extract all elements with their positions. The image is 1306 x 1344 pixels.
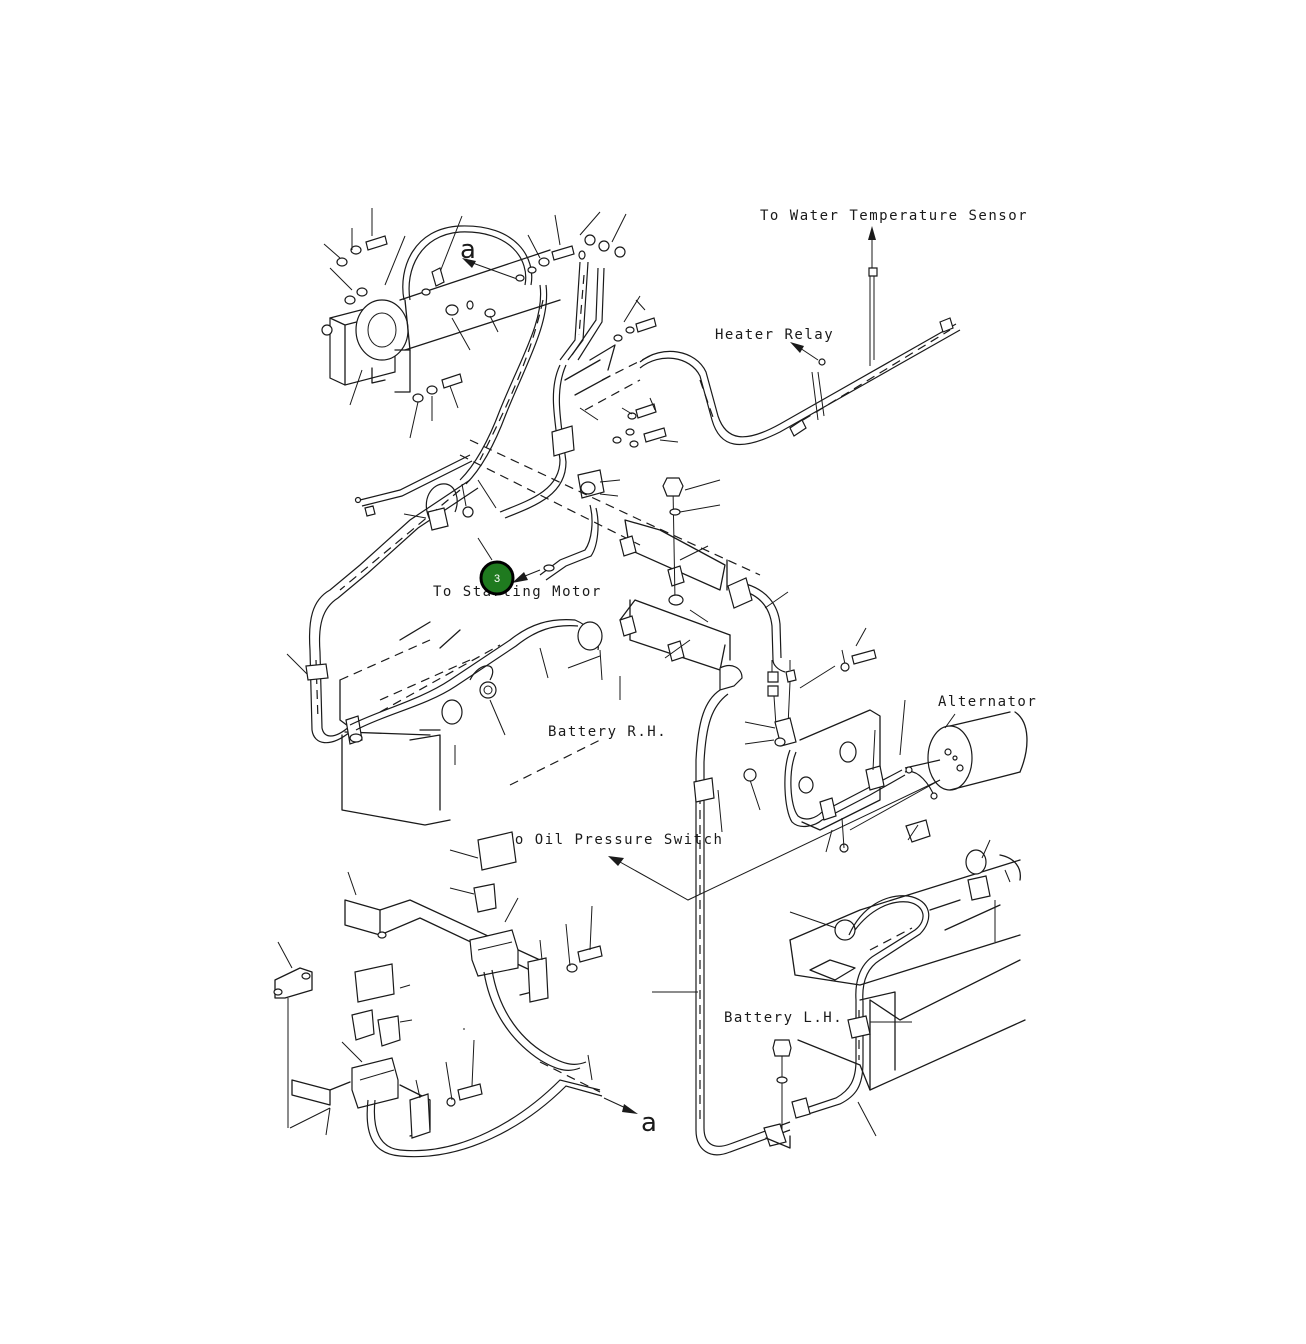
- relay-assembly: [321, 249, 561, 393]
- battery-lh-label: Battery L.H.: [724, 1010, 843, 1026]
- alternator-label: Alternator: [938, 694, 1037, 710]
- water-temp-label: To Water Temperature Sensor: [760, 208, 1028, 224]
- starting-motor-label: To Starting Motor: [433, 584, 602, 600]
- ref-arrow-top: a: [460, 235, 521, 281]
- heater-relay-callout: Heater Relay: [715, 327, 834, 361]
- battery-lh: Battery L.H.: [724, 839, 1026, 1091]
- fastener-stack-top-center: [515, 234, 667, 448]
- ref-a-top-label: a: [460, 235, 476, 265]
- relay-bracket-upper: [344, 831, 603, 1003]
- water-temp-callout: To Water Temperature Sensor: [760, 208, 1028, 366]
- leader-lines-top-left: [323, 208, 499, 439]
- starting-motor-callout: To Starting Motor: [433, 504, 602, 600]
- center-bracket: [619, 477, 731, 700]
- marker-3[interactable]: 3: [479, 560, 515, 596]
- heater-relay-label: Heater Relay: [715, 327, 834, 343]
- alternator: Alternator: [927, 694, 1037, 791]
- oil-pressure-label: To Oil Pressure Switch: [505, 832, 723, 848]
- battery-rh-label: Battery R.H.: [548, 724, 667, 740]
- ref-a-bottom-label: a: [641, 1108, 657, 1138]
- marker-number: 3: [494, 573, 500, 585]
- marker-circle: [479, 560, 515, 596]
- alternator-connectors: [744, 627, 877, 747]
- relay-bracket-lower: [273, 941, 483, 1139]
- battery-rh: Battery R.H.: [339, 639, 667, 826]
- ref-arrow-bottom: a: [587, 1054, 657, 1138]
- fastener-stack-top-left: [336, 235, 496, 403]
- oil-pressure-callout: To Oil Pressure Switch: [505, 779, 941, 901]
